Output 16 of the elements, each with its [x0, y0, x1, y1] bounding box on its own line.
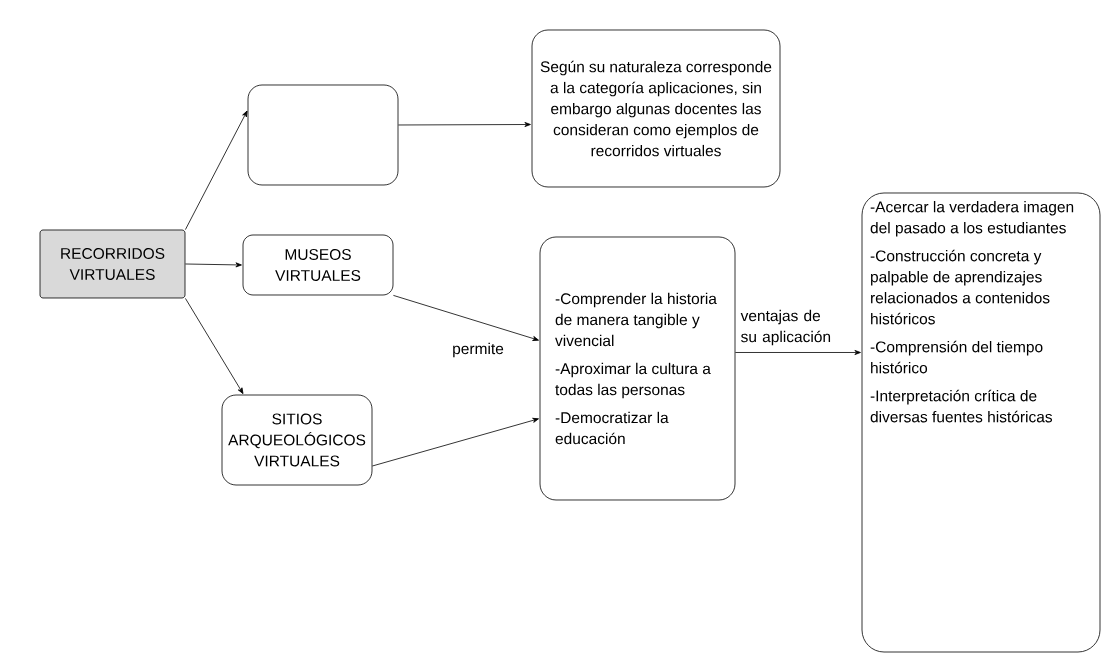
arrow [185, 110, 248, 230]
arrow [735, 350, 861, 355]
note-box: Según su naturaleza corresponde a la categoría aplicaciones, sin embargo algunas docentes las consideran como ejemplos de recorridos virtuales [531, 29, 781, 188]
topic-box: SITIOS ARQUEOLÓGICOS VIRTUALES [221, 394, 373, 486]
arrow [185, 298, 244, 394]
topic-box: MUSEOS VIRTUALES [242, 234, 394, 296]
list-box: -Comprender la historia de manera tangible y vivencial -Aproximar la cultura a todas las personas -Democratizar la educación [539, 236, 736, 501]
note-text: permite [451, 341, 505, 359]
arrow [398, 122, 531, 128]
arrow [393, 295, 539, 341]
list-box: -Acercar la verdadera imagen del pasado a los estudiantes -Construcción concreta y palpable de aprendizajes relacionados a contenidos históricos -Comprensión del tiempo histórico -Interpretación crítica de diversas fuentes históricas [861, 192, 1101, 653]
start-box: RECORRIDOS VIRTUALES [39, 229, 186, 299]
arrow [185, 262, 242, 268]
topic-box [247, 84, 399, 186]
arrow [372, 417, 539, 467]
edge-label: ventajas de su aplicación [739, 308, 837, 347]
